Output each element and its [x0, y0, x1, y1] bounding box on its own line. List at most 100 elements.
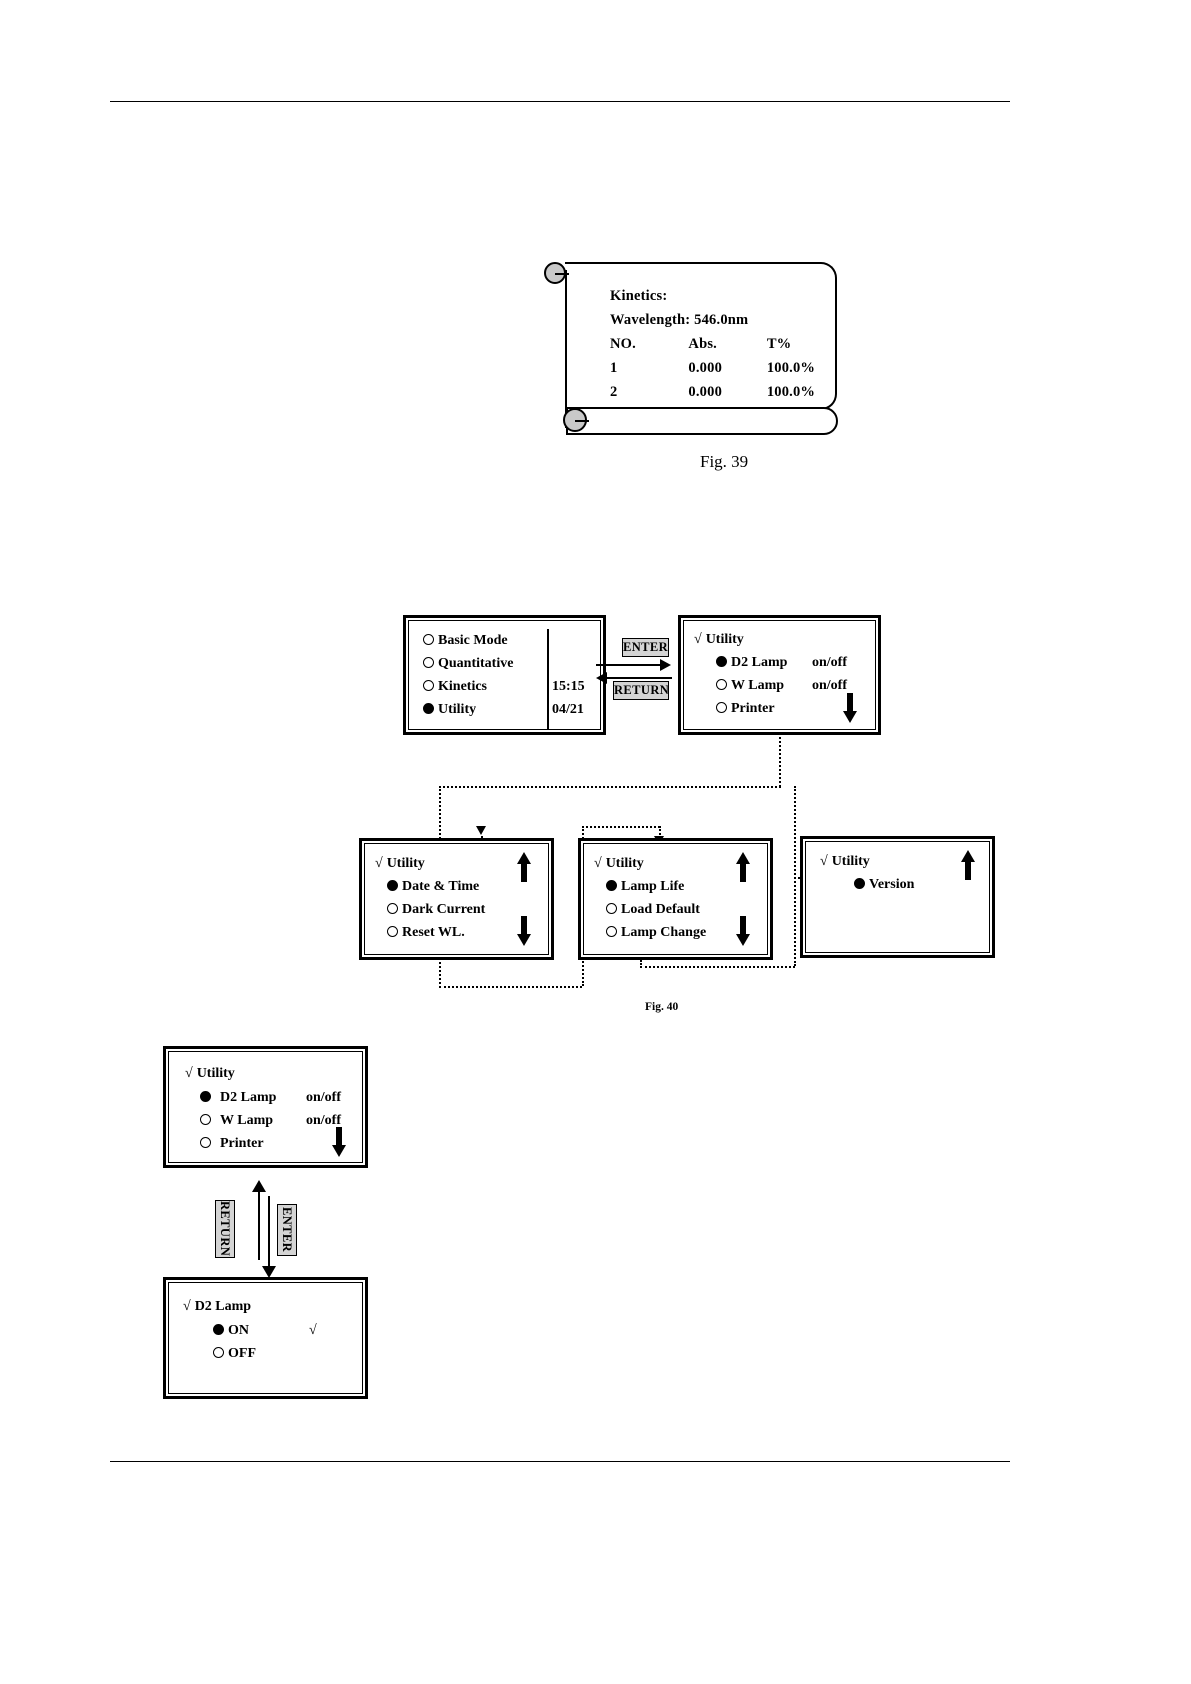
utility-item-label: Date & Time — [402, 879, 480, 894]
lcd-utility-d2-entry: √ Utility D2 Lamp on/off W Lamp on/off P… — [163, 1046, 368, 1168]
utility-item-printer[interactable]: Printer — [200, 1132, 264, 1155]
utility-item-dark-current[interactable]: Dark Current — [387, 898, 485, 921]
utility-item-label: W Lamp — [731, 678, 785, 693]
utility-item-w-lamp[interactable]: W Lamp — [200, 1109, 273, 1132]
menu-item-quantitative[interactable]: Quantitative — [423, 652, 513, 675]
panel-title-utility: √ Utility — [594, 852, 644, 875]
utility-item-reset-wl[interactable]: Reset WL. — [387, 921, 465, 944]
utility-item-date-time[interactable]: Date & Time — [387, 875, 479, 898]
menu-item-basic-mode[interactable]: Basic Mode — [423, 629, 508, 652]
figure-39-caption: Fig. 39 — [700, 452, 749, 471]
printout-scroll: Kinetics: Wavelength: 546.0nm NO. Abs. T… — [535, 262, 850, 447]
printout-row-t: 100.0% — [766, 360, 816, 376]
utility-item-label: Dark Current — [402, 902, 486, 917]
utility-item-d2-lamp[interactable]: D2 Lamp — [716, 651, 787, 674]
enter-flow-line — [596, 664, 664, 666]
utility-item-label: D2 Lamp — [220, 1090, 277, 1105]
flow-return-2-riser — [640, 960, 642, 968]
page-header-rule — [110, 101, 1010, 102]
enter-key-button-vertical[interactable]: ENTER — [277, 1204, 297, 1256]
d2-lamp-option-on[interactable]: ON — [213, 1319, 249, 1342]
flow-return-1 — [439, 986, 582, 988]
d2-lamp-selected-check-icon: √ — [309, 1323, 317, 1338]
menu-column-divider — [547, 629, 549, 729]
radio-filled-icon — [423, 703, 434, 714]
scroll-up-arrow-icon[interactable] — [517, 852, 531, 882]
utility-item-value: on/off — [306, 1113, 341, 1128]
printout-data-row: 2 0.000 100.0% — [610, 380, 835, 404]
printout-text: Kinetics: Wavelength: 546.0nm NO. Abs. T… — [610, 284, 835, 404]
radio-filled-icon — [854, 878, 865, 889]
return-key-button[interactable]: RETURN — [613, 681, 669, 700]
menu-item-label: Utility — [438, 702, 477, 717]
flow-branch-bus — [439, 786, 781, 788]
scroll-up-arrow-icon[interactable] — [961, 850, 975, 880]
check-mark-icon: √ — [694, 632, 702, 647]
check-mark-icon: √ — [183, 1299, 191, 1314]
utility-item-value: on/off — [812, 678, 847, 693]
radio-open-icon — [387, 903, 398, 914]
scroll-down-arrow-icon[interactable] — [517, 916, 531, 946]
printout-row-no: 1 — [610, 360, 618, 376]
flow-return-1-riser — [439, 962, 441, 988]
scroll-down-arrow-icon[interactable] — [736, 916, 750, 946]
utility-item-lamp-life[interactable]: Lamp Life — [606, 875, 684, 898]
printout-wavelength: Wavelength: 546.0nm — [610, 312, 749, 328]
radio-open-icon — [716, 679, 727, 690]
return-flow-line — [604, 677, 672, 679]
panel-title-utility: √ Utility — [820, 850, 870, 873]
return-flow-arrowhead-icon — [596, 672, 607, 684]
radio-open-icon — [606, 926, 617, 937]
radio-open-icon — [716, 702, 727, 713]
utility-item-w-lamp[interactable]: W Lamp — [716, 674, 784, 697]
flow-branch-2-drop — [659, 826, 661, 839]
utility-item-value: on/off — [812, 655, 847, 670]
printout-row-abs: 0.000 — [688, 360, 723, 376]
enter-key-button[interactable]: ENTER — [622, 638, 669, 657]
enter-flow-arrowhead-icon — [262, 1266, 276, 1278]
check-mark-icon: √ — [594, 856, 602, 871]
radio-open-icon — [213, 1347, 224, 1358]
lcd-main-menu: Basic Mode Quantitative Kinetics Utility… — [403, 615, 606, 735]
scroll-down-arrow-icon[interactable] — [843, 693, 857, 723]
menu-item-utility[interactable]: Utility — [423, 698, 476, 721]
enter-flow-line-vertical — [268, 1196, 270, 1268]
scroll-up-arrow-icon[interactable] — [736, 852, 750, 882]
panel-title-label: Utility — [386, 856, 425, 871]
return-key-button-vertical[interactable]: RETURN — [215, 1200, 235, 1258]
printout-row-t: 100.0% — [766, 384, 816, 400]
panel-title-label: Utility — [831, 854, 870, 869]
utility-item-label: Load Default — [621, 902, 700, 917]
lcd-utility-page-1: √ Utility D2 Lamp on/off W Lamp on/off P… — [678, 615, 881, 735]
return-flow-line-vertical — [258, 1190, 260, 1260]
menu-item-kinetics[interactable]: Kinetics — [423, 675, 487, 698]
printout-spine — [565, 270, 567, 428]
d2-lamp-option-label: OFF — [228, 1346, 256, 1361]
flow-branch-2-elbow — [582, 826, 660, 828]
radio-filled-icon — [387, 880, 398, 891]
clock-date: 04/21 — [552, 702, 584, 717]
lcd-utility-page-3: √ Utility Lamp Life Load Default Lamp Ch… — [578, 838, 773, 960]
utility-item-d2-lamp[interactable]: D2 Lamp — [200, 1086, 276, 1109]
return-flow-arrowhead-icon — [252, 1180, 266, 1192]
utility-item-load-default[interactable]: Load Default — [606, 898, 700, 921]
utility-item-lamp-change[interactable]: Lamp Change — [606, 921, 706, 944]
figure-40-caption: Fig. 40 — [645, 1001, 679, 1013]
utility-item-printer[interactable]: Printer — [716, 697, 775, 720]
lcd-utility-page-2: √ Utility Date & Time Dark Current Reset… — [359, 838, 554, 960]
lcd-utility-page-4: √ Utility Version — [800, 836, 995, 958]
utility-item-label: D2 Lamp — [731, 655, 788, 670]
flow-return-2 — [640, 966, 795, 968]
d2-lamp-option-off[interactable]: OFF — [213, 1342, 256, 1365]
panel-title-label: D2 Lamp — [194, 1299, 252, 1314]
d2-lamp-option-label: ON — [228, 1323, 249, 1338]
scroll-down-arrow-icon[interactable] — [332, 1127, 346, 1157]
menu-item-label: Basic Mode — [438, 633, 508, 648]
radio-open-icon — [423, 680, 434, 691]
utility-item-version[interactable]: Version — [854, 873, 914, 896]
check-mark-icon: √ — [185, 1066, 193, 1081]
utility-item-value: on/off — [306, 1090, 341, 1105]
panel-title-label: Utility — [605, 856, 644, 871]
menu-item-label: Quantitative — [438, 656, 514, 671]
radio-open-icon — [200, 1137, 211, 1148]
